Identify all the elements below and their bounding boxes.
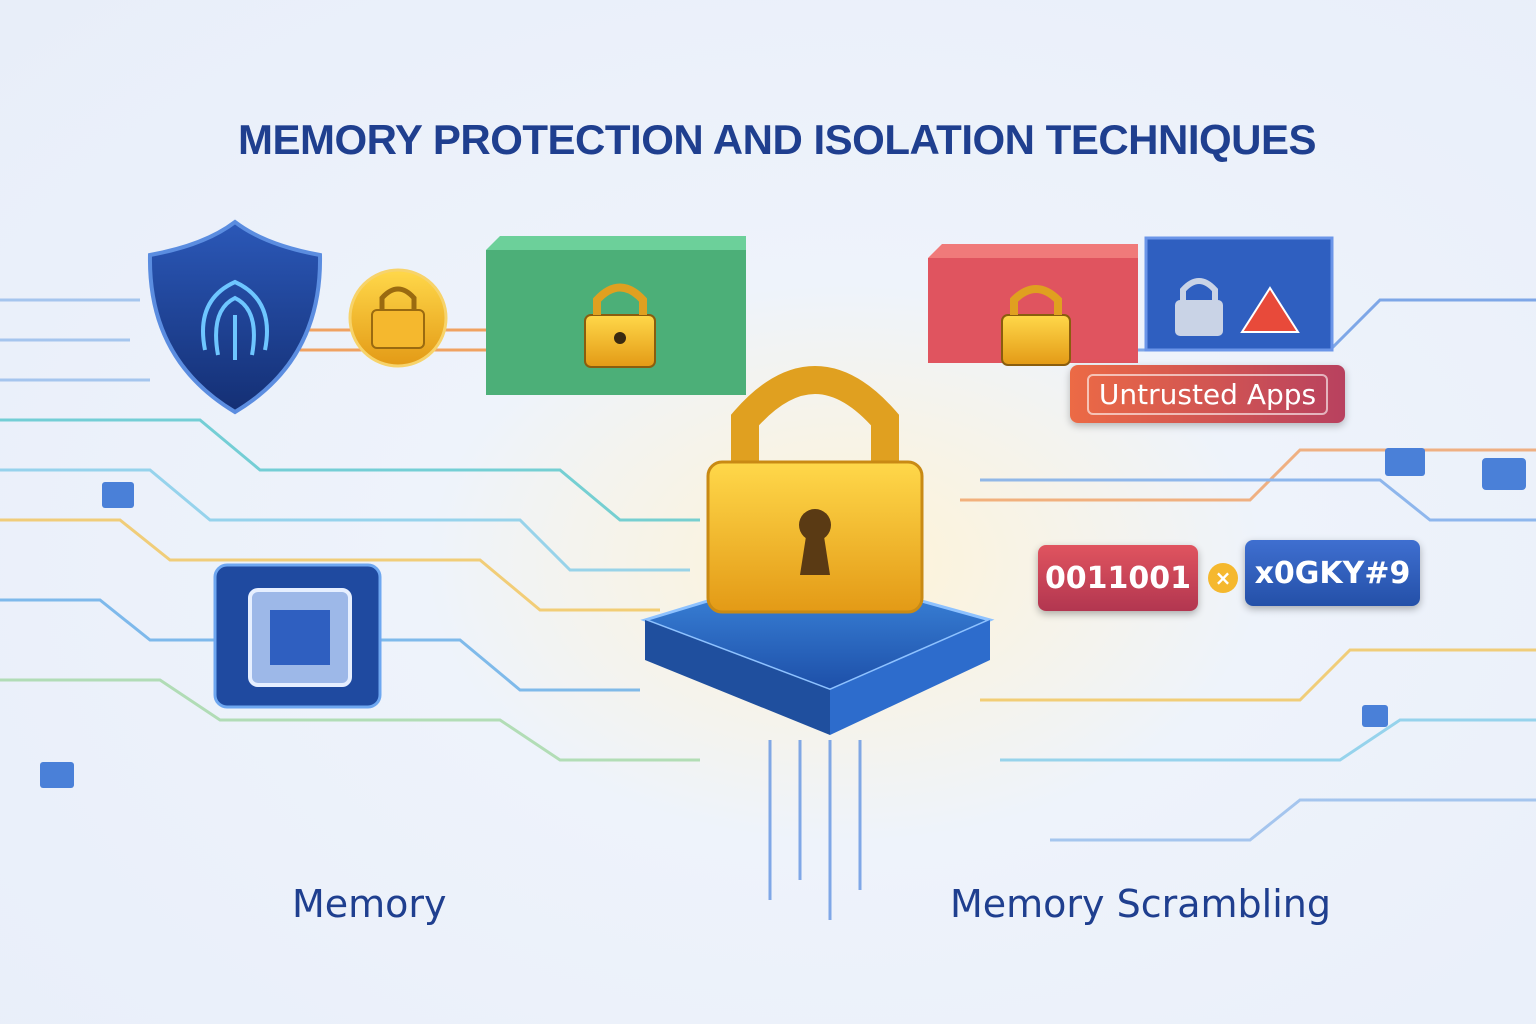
scramble-operator-icon: × <box>1208 563 1238 593</box>
green-memory-block <box>486 236 746 395</box>
untrusted-apps-badge: Untrusted Apps <box>1070 365 1345 423</box>
memory-label: Memory <box>292 882 447 926</box>
central-padlock-icon <box>640 366 995 735</box>
small-lock-icons <box>40 448 1526 788</box>
blue-warning-block <box>1144 236 1334 352</box>
untrusted-apps-label: Untrusted Apps <box>1086 373 1329 415</box>
padlock-coin-icon <box>348 268 448 368</box>
plain-data-chip: 0011001 <box>1038 545 1198 611</box>
scrambled-data-chip: x0GKY#9 <box>1245 540 1420 606</box>
shield-fingerprint-icon <box>147 219 323 415</box>
circuit-traces <box>0 298 1536 920</box>
processor-chip-icon <box>213 563 382 709</box>
page-title: MEMORY PROTECTION AND ISOLATION TECHNIQU… <box>238 116 1317 163</box>
memory-scrambling-label: Memory Scrambling <box>950 882 1332 926</box>
red-memory-block <box>928 244 1138 366</box>
